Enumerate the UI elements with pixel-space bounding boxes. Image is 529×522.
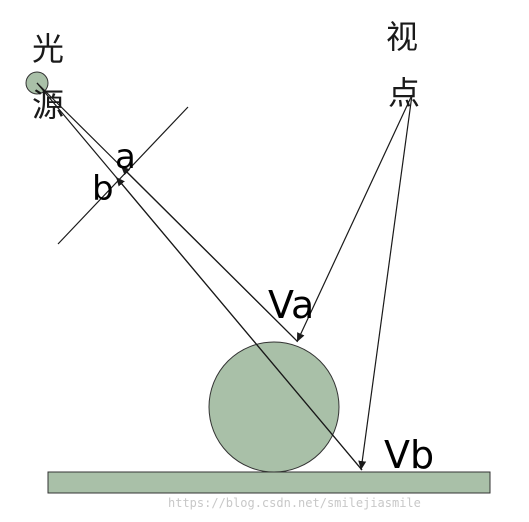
view-ray-to-vb — [358, 94, 413, 471]
view-ray-to-va — [296, 94, 413, 343]
depth-arrow-a — [120, 165, 298, 342]
projection-plane — [57, 106, 189, 245]
depth-arrow-b — [115, 176, 363, 471]
light-source-label-bottom: 源 — [32, 86, 64, 124]
label-b: b — [92, 169, 114, 209]
viewpoint-label-top: 视 — [386, 18, 418, 56]
label-va: Va — [268, 283, 314, 327]
viewpoint-label-bottom: 点 — [388, 74, 420, 112]
sphere — [208, 341, 340, 473]
watermark-text: https://blog.csdn.net/smilejiasmile — [168, 496, 421, 510]
label-vb: Vb — [384, 433, 434, 477]
light-source-label-top: 光 — [32, 30, 64, 68]
label-a: a — [115, 137, 136, 177]
